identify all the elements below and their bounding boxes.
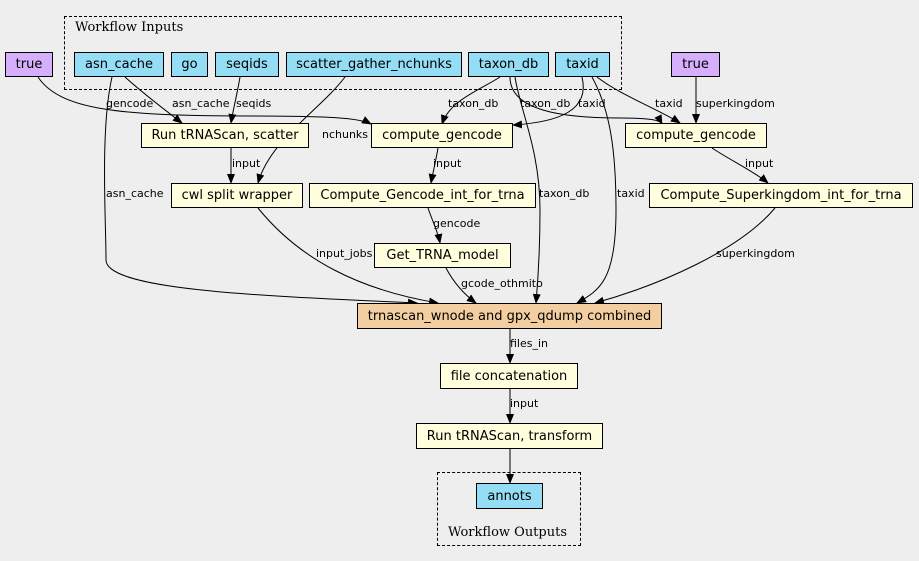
edge-superkingdom-combined (594, 207, 776, 305)
edge-label-input-3: input (745, 157, 774, 170)
workflow-outputs-cluster: Workflow Outputs (437, 472, 581, 546)
node-compute-gencode-right[interactable]: compute_gencode (625, 123, 767, 148)
edge-label-gencode: gencode (106, 97, 154, 110)
edge-split-combined (257, 207, 439, 306)
edge-label-seqids: seqids (236, 97, 272, 110)
edge-label-taxid-1: taxid (578, 97, 606, 110)
edge-taxid-gencode-right (596, 76, 681, 124)
node-compute-gencode-int[interactable]: Compute_Gencode_int_for_trna (309, 183, 536, 208)
node-run-trnascan-transform[interactable]: Run tRNAScan, transform (416, 423, 603, 449)
node-get-trna-model[interactable]: Get_TRNA_model (374, 243, 511, 268)
node-true-right[interactable]: true (671, 52, 720, 77)
edge-taxid-combined (576, 76, 617, 304)
edge-taxid-gencode-mid (512, 76, 584, 129)
edge-gencode-int (428, 147, 439, 184)
node-cwl-split-wrapper[interactable]: cwl split wrapper (171, 183, 303, 208)
node-run-trnascan-scatter[interactable]: Run tRNAScan, scatter (141, 123, 309, 148)
edge-asn-cache-scatter (124, 76, 183, 124)
workflow-inputs-cluster: Workflow Inputs (64, 16, 622, 90)
edge-taxondb-gencode-right (509, 76, 663, 125)
edge-label-taxon-db-2: taxon_db (520, 97, 571, 110)
node-true-left[interactable]: true (5, 52, 53, 77)
edge-taxondb-combined (514, 76, 541, 304)
edge-label-files-in: files_in (510, 337, 549, 350)
edge-label-superkingdom-top: superkingdom (696, 97, 775, 110)
edge-label-taxid-2: taxid (655, 97, 683, 110)
edge-label-input-4: input (510, 397, 539, 410)
node-compute-superkingdom-int[interactable]: Compute_Superkingdom_int_for_trna (649, 183, 913, 208)
edge-label-asn-cache-top: asn_cache (172, 97, 230, 110)
node-go[interactable]: go (171, 52, 208, 77)
edge-seqids-scatter (228, 76, 241, 124)
edge-gencode-superkingdom (711, 147, 769, 184)
node-taxid[interactable]: taxid (555, 52, 610, 77)
workflow-outputs-label: Workflow Outputs (448, 525, 567, 540)
workflow-inputs-label: Workflow Inputs (75, 20, 184, 35)
edge-trnamodel-combined (445, 267, 477, 304)
node-asn-cache[interactable]: asn_cache (74, 52, 164, 77)
edge-label-asn-cache-side: asn_cache (106, 187, 164, 200)
node-compute-gencode-mid[interactable]: compute_gencode (371, 123, 513, 148)
edge-label-gencode-2: gencode (433, 217, 481, 230)
edge-label-input-2: input (433, 157, 462, 170)
node-seqids[interactable]: seqids (215, 52, 279, 77)
edge-label-nchunks: nchunks (322, 128, 369, 141)
edge-label-input-1: input (232, 157, 261, 170)
edge-label-superkingdom-side: superkingdom (716, 247, 795, 260)
edge-label-taxid-side: taxid (617, 187, 645, 200)
edge-true-gencode (37, 76, 372, 125)
edge-label-input-jobs: input_jobs (316, 247, 373, 260)
edge-taxondb-gencode-mid (441, 76, 501, 125)
edge-int-trnamodel (427, 207, 443, 244)
node-annots[interactable]: annots (476, 483, 543, 509)
edge-label-gcode-othmito: gcode_othmito (461, 277, 543, 290)
node-taxon-db[interactable]: taxon_db (468, 52, 549, 77)
edge-label-taxon-db-side: taxon_db (539, 187, 590, 200)
node-file-concatenation[interactable]: file concatenation (440, 363, 578, 389)
edge-label-taxon-db-1: taxon_db (448, 97, 499, 110)
node-trnascan-combined[interactable]: trnascan_wnode and gpx_qdump combined (357, 303, 662, 329)
edge-asncache-combined (104, 76, 418, 307)
node-scatter-gather-nchunks[interactable]: scatter_gather_nchunks (286, 52, 462, 77)
